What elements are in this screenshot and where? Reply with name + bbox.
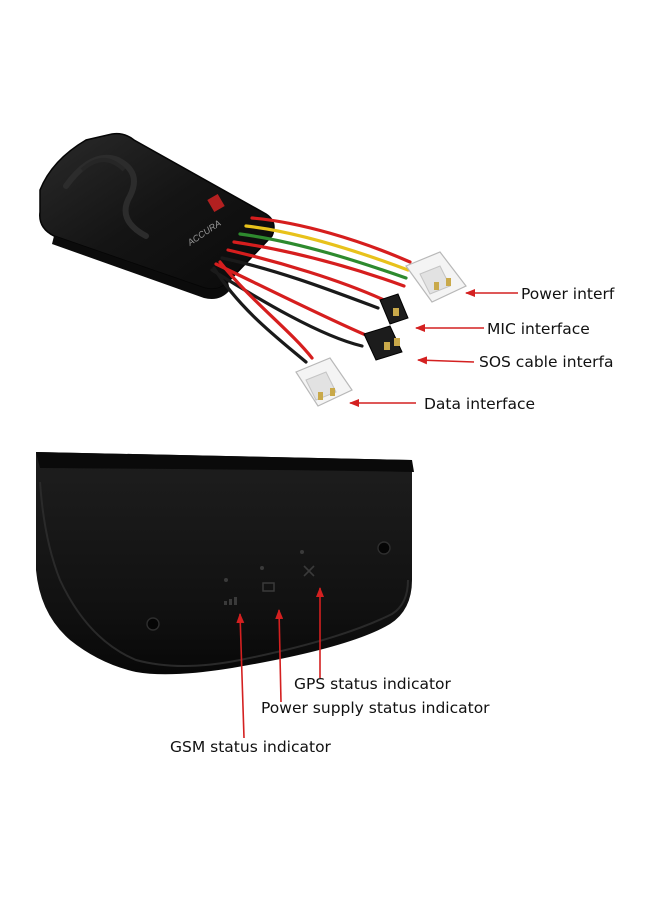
label-data-interface: Data interface (424, 395, 535, 413)
label-sos-cable-interface: SOS cable interfa (479, 353, 614, 371)
signal-bars-icon (224, 597, 237, 605)
tracker-device-bottom (36, 452, 414, 675)
tracker-device-top: ACCURA (39, 132, 275, 299)
label-gsm-status: GSM status indicator (170, 738, 332, 756)
label-mic-interface: MIC interface (487, 320, 590, 338)
label-gps-status: GPS status indicator (294, 675, 452, 693)
callout-arrows-top (349, 289, 518, 407)
sos-connector (363, 325, 403, 361)
data-connector (295, 357, 353, 407)
power-supply-arrow (275, 609, 284, 703)
wire-bundle (210, 216, 412, 364)
mic-connector (379, 293, 409, 325)
label-power-supply-status: Power supply status indicator (261, 699, 490, 717)
label-power-interface: Power interf (521, 285, 615, 303)
brand-logo (207, 193, 225, 213)
screw-hole-left (146, 617, 160, 631)
screw-hole-right (377, 541, 391, 555)
callout-arrows-bottom (236, 587, 324, 739)
gps-led (300, 550, 304, 554)
satellite-icon (303, 565, 315, 577)
gsm-arrow (236, 613, 245, 739)
battery-icon (262, 582, 275, 592)
gsm-led (224, 578, 228, 582)
sos-arrow (417, 356, 475, 365)
power-connector (405, 251, 467, 303)
power-led (260, 566, 264, 570)
